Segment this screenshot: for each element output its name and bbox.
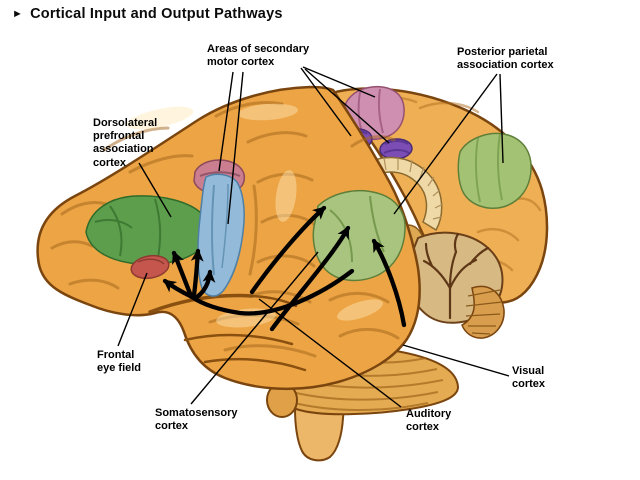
pathway-arrow — [190, 248, 204, 298]
pathway-arrow — [371, 238, 407, 328]
leader-line — [499, 73, 504, 164]
cingulate-stripes — [383, 140, 410, 154]
motor-strip-creases — [211, 183, 229, 276]
label-posterior-parietal-cortex: Posterior parietal association cortex — [457, 46, 554, 72]
leader-line — [117, 272, 148, 347]
title-bullet-icon: ► — [12, 8, 24, 20]
leader-line — [258, 298, 402, 408]
motor-strip-region-shape — [197, 173, 245, 297]
arbor-vitae-branches — [422, 232, 490, 320]
vermis-shape — [461, 285, 505, 339]
leader-line — [190, 251, 319, 405]
leader-line — [393, 73, 498, 215]
leader-line — [227, 71, 244, 225]
label-visual-cortex: Visual cortex — [512, 365, 546, 391]
prefrontal-region-shape — [85, 195, 210, 266]
leader-line — [402, 344, 510, 377]
premotor-crease — [199, 171, 241, 177]
pathway-arrow — [171, 250, 194, 299]
fef-crease — [137, 258, 165, 265]
pathway-arrow — [269, 225, 351, 332]
leader-line — [218, 71, 234, 172]
pathway-arrow — [249, 205, 327, 295]
label-auditory-cortex: Auditory cortex — [406, 408, 452, 434]
leader-line — [138, 162, 172, 218]
pathway-arrow — [194, 269, 216, 300]
label-somatosensory-cortex: Somatosensory cortex — [155, 407, 238, 433]
label-dorsolateral-prefrontal-cortex: Dorsolateral prefrontal association cort… — [93, 117, 158, 169]
leader-line — [302, 66, 376, 98]
page-title-text: Cortical Input and Output Pathways — [30, 6, 283, 22]
vermis-ridges — [465, 289, 503, 335]
label-frontal-eye-field: Frontal eye field — [97, 349, 142, 375]
parietal-region-medial-shape — [457, 132, 532, 209]
leader-line — [304, 68, 390, 144]
parietal-medial-creases — [474, 133, 503, 203]
gyri-texture — [50, 101, 400, 358]
label-secondary-motor-cortex: Areas of secondary motor cortex — [207, 43, 310, 69]
prefrontal-creases — [94, 198, 162, 259]
leader-line — [300, 67, 352, 137]
pathway-arrow — [189, 268, 355, 316]
page-title: ► Cortical Input and Output Pathways — [12, 6, 283, 22]
